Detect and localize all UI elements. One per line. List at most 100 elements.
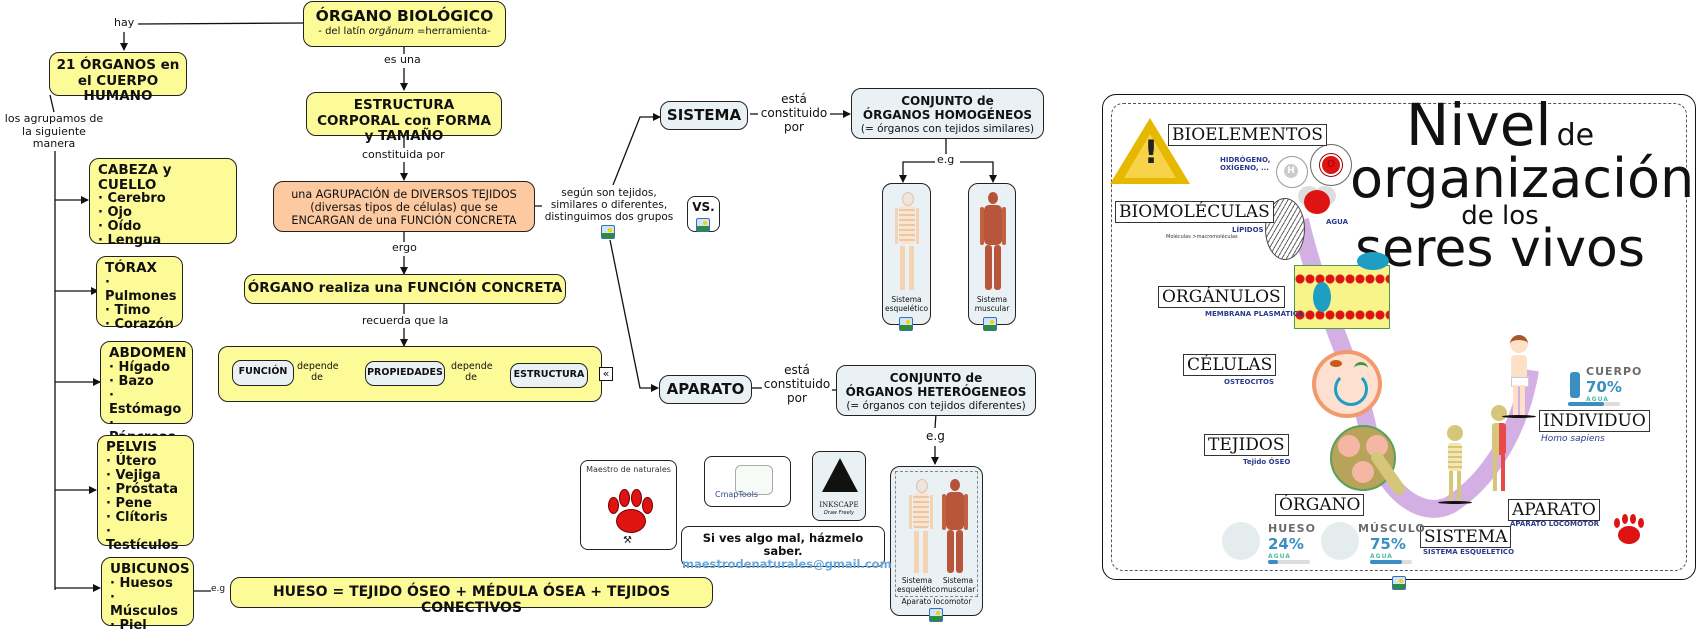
def-line: CONJUNTO de — [889, 371, 983, 385]
pickaxe-icon: ⚒ — [623, 535, 632, 546]
group-pelvis[interactable]: PELVIS · Útero · Vejiga · Próstata · Pen… — [97, 435, 194, 552]
level-organulos: ORGÁNULOS — [1158, 286, 1285, 309]
oxygen-core: O — [1319, 153, 1343, 177]
biomoleculas-sub: LÍPIDOS — [1232, 226, 1264, 234]
conjunto-heterogeneos-node[interactable]: CONJUNTO de ÓRGANOS HETERÓGENEOS (= órga… — [836, 365, 1036, 416]
chain-funcion-label: FUNCIÓN — [238, 366, 288, 377]
chain-link-1: depende de — [297, 361, 339, 383]
maestro-logo[interactable]: Maestro de naturales ⚒ — [580, 460, 677, 550]
group-torax[interactable]: TÓRAX · Pulmones · Timo · Corazón — [96, 256, 183, 331]
tejidos-sub: Tejido ÓSEO — [1243, 458, 1291, 466]
organ-item: · Pene — [106, 495, 152, 511]
group-name: TÓRAX — [105, 260, 157, 276]
poster-frame — [1111, 103, 1687, 571]
organ-item: · Oído — [98, 219, 142, 235]
organ-item: · Cerebro — [98, 191, 166, 207]
aparato-label: APARATO — [666, 380, 745, 398]
bone-stat-icon — [1222, 522, 1260, 560]
link-ergo: ergo — [392, 241, 417, 255]
title-word: seres vivos — [1355, 219, 1645, 280]
email-link[interactable]: maestrodenaturales@gmail.com — [682, 557, 892, 572]
organ-item: · Útero — [106, 453, 157, 469]
warning-exclamation: ! — [1143, 133, 1159, 171]
stat-percent: 75% — [1370, 535, 1406, 553]
biomoleculas-note: Moléculas >macromoléculas — [1166, 234, 1238, 240]
link-sistema-eg: e.g — [937, 153, 955, 167]
paw-icon — [608, 489, 653, 533]
poster-title: Nivel de organización de los seres vivos — [1350, 96, 1694, 280]
organo-biologico-title: ÓRGANO BIOLÓGICO — [315, 7, 494, 25]
muscle-stat-icon — [1321, 522, 1359, 560]
organulos-sub: MEMBRANA PLASMÁTICA — [1205, 310, 1304, 318]
level-sistema: SISTEMA — [1420, 526, 1512, 549]
estructura-corporal-node[interactable]: ESTRUCTURA CORPORAL con FORMA y TAMAÑO — [306, 92, 502, 144]
group-cabeza-cuello[interactable]: CABEZA y CUELLO · Cerebro · Ojo · Oído ·… — [89, 158, 237, 248]
group-ubicunos[interactable]: UBICUNOS · Huesos · Músculos · Piel — [101, 557, 194, 632]
image-attachment-icon[interactable] — [983, 317, 997, 331]
title-word: de los — [1461, 201, 1539, 232]
level-aparato: APARATO — [1508, 499, 1600, 522]
organ-item: · Testículos — [106, 523, 179, 553]
conjunto-homogeneos-node[interactable]: CONJUNTO de ÓRGANOS HOMOGÉNEOS (= órgano… — [851, 88, 1044, 139]
inkscape-icon — [822, 458, 858, 492]
muscle-figure — [980, 192, 1006, 292]
stat-bar — [1370, 560, 1412, 564]
stat-hueso: HUESO 24% AGUA — [1268, 522, 1316, 564]
organ-item: · Estómago — [109, 387, 182, 417]
hueso-node[interactable]: HUESO = TEJIDO ÓSEO + MÉDULA ÓSEA + TEJI… — [230, 577, 713, 616]
cmaptools-logo[interactable]: CmapTools — [704, 456, 791, 507]
vs-label: VS. — [692, 200, 715, 214]
warning-icon-inner — [1124, 134, 1176, 178]
sistema-node[interactable]: SISTEMA — [660, 101, 748, 130]
level-tejidos: TEJIDOS — [1204, 434, 1289, 457]
image-attachment-icon[interactable] — [1392, 576, 1406, 590]
water-molecule-icon — [1304, 190, 1330, 214]
link-eg-hueso: e.g — [211, 584, 226, 595]
chain-link-2: depende de — [451, 361, 493, 383]
link-aparato-eg: e.g — [926, 429, 945, 444]
aparato-caption: Aparato locomotor — [901, 597, 972, 606]
organo-biologico-node[interactable]: ÓRGANO BIOLÓGICO - del latín orgănum =he… — [303, 1, 506, 47]
link-constituida-por: constituida por — [362, 148, 445, 162]
21-organos-node[interactable]: 21 ÓRGANOS en el CUERPO HUMANO — [49, 52, 187, 104]
stat-name: CUERPO — [1586, 365, 1643, 378]
organ-item: · Ojo — [98, 205, 132, 221]
chain-estructura[interactable]: ESTRUCTURA — [510, 363, 588, 388]
hueso-text: HUESO = TEJIDO ÓSEO + MÉDULA ÓSEA + TEJI… — [272, 584, 671, 617]
agrupacion-line1: una AGRUPACIÓN de DIVERSOS TEJIDOS — [291, 188, 517, 201]
example-caption: Sistema esquelético — [884, 295, 929, 313]
link-segun-son-tejidos: según son tejidos, similares o diferente… — [542, 187, 676, 224]
inkscape-logo[interactable]: INKSCAPE Draw Freely — [812, 451, 866, 521]
stat-percent: 24% — [1268, 535, 1304, 553]
link-los-agrupamos: los agrupamos de la siguiente manera — [2, 112, 106, 151]
funcion-concreta-node[interactable]: ÓRGANO realiza una FUNCIÓN CONCRETA — [244, 274, 566, 304]
oxygen-atom-icon — [1310, 144, 1352, 186]
example-sistema-esqueletico[interactable]: Sistema esquelético — [882, 183, 931, 325]
feedback-box[interactable]: Si ves algo mal, házmelo saber. maestrod… — [681, 526, 892, 571]
organ-item: · Bazo — [109, 373, 154, 389]
organ-item: · Clítoris — [106, 509, 168, 525]
image-attachment-icon[interactable] — [601, 225, 615, 239]
chain-funcion[interactable]: FUNCIÓN — [232, 360, 294, 386]
image-attachment-icon[interactable] — [899, 317, 913, 331]
aparato-node[interactable]: APARATO — [659, 375, 752, 404]
chain-propiedades[interactable]: PROPIEDADES — [365, 361, 445, 386]
organ-item: · Pulmones — [105, 274, 177, 304]
celulas-sub: OSTEOCITOS — [1224, 378, 1275, 386]
example-aparato-locomotor[interactable]: Sistema esquelético Sistema muscular Apa… — [890, 466, 983, 616]
image-attachment-icon[interactable] — [929, 608, 943, 622]
def-line: (= órganos con tejidos similares) — [860, 122, 1035, 135]
level-bioelementos: BIOELEMENTOS — [1168, 124, 1327, 147]
group-abdomen[interactable]: ABDOMEN · Hígado · Bazo · Estómago · Pán… — [100, 341, 193, 444]
stat-musculo: MÚSCULO 75% AGUA — [1358, 522, 1426, 564]
level-individuo: INDIVIDUO — [1539, 410, 1650, 433]
agrupacion-node[interactable]: una AGRUPACIÓN de DIVERSOS TEJIDOS (dive… — [273, 181, 535, 232]
inkscape-tagline: Draw Freely — [823, 510, 855, 516]
stat-bar-fill — [1370, 560, 1402, 564]
image-attachment-icon[interactable] — [696, 218, 710, 232]
link-aparato-constituido: está constituido por — [762, 363, 832, 406]
hydrogen-atom-icon — [1276, 156, 1308, 188]
skeleton-figure — [895, 192, 919, 292]
collapse-icon[interactable]: « — [599, 367, 613, 381]
example-sistema-muscular[interactable]: Sistema muscular — [968, 183, 1016, 325]
